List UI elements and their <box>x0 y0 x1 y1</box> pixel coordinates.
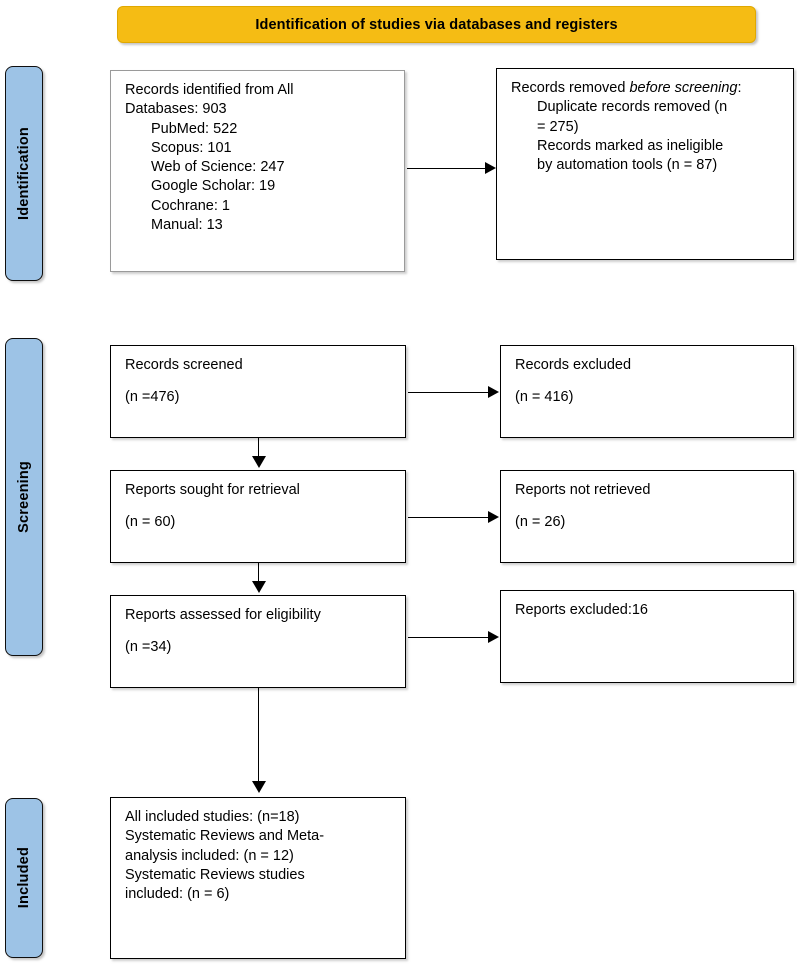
phase-label-included: Included <box>16 847 32 909</box>
box-records-removed-before-screening: Records removed before screening: Duplic… <box>496 68 794 260</box>
records-excluded-label: Records excluded <box>515 357 632 373</box>
phase-bar-identification: Identification <box>5 66 43 281</box>
reports-assessed-count: (n =34) <box>125 639 172 656</box>
phase-bar-screening: Screening <box>5 338 43 656</box>
box-records-screened: Records screened (n =476) <box>110 345 406 438</box>
records-removed-heading-italic: before screening <box>629 80 738 96</box>
sr-studies-line2: included: (n = 6) <box>125 886 230 903</box>
box-reports-excluded: Reports excluded:16 <box>500 590 794 683</box>
phase-label-identification: Identification <box>16 126 32 221</box>
ineligible-automation-line2: by automation tools (n = 87) <box>537 157 718 174</box>
arrow-right-icon <box>488 511 499 523</box>
source-pubmed: PubMed: 522 <box>151 120 238 137</box>
box-included-studies: All included studies: (n=18) Systematic … <box>110 797 406 959</box>
connector-assessed-to-reports-excluded-line <box>408 637 489 638</box>
connector-screened-to-sought-line <box>258 438 259 458</box>
records-identified-line1: Records identified from All <box>125 82 294 98</box>
connector-sought-to-not-retrieved-line <box>408 517 489 518</box>
box-reports-sought-for-retrieval: Reports sought for retrieval (n = 60) <box>110 470 406 563</box>
arrow-right-icon <box>488 631 499 643</box>
ineligible-automation-line1: Records marked as ineligible <box>537 137 724 154</box>
records-removed-heading-plain: Records removed <box>511 80 630 96</box>
all-included-studies: All included studies: (n=18) <box>125 809 300 825</box>
duplicate-records-removed-line1: Duplicate records removed (n <box>537 99 728 116</box>
arrow-down-icon <box>252 456 266 468</box>
box-reports-assessed-for-eligibility: Reports assessed for eligibility (n =34) <box>110 595 406 688</box>
records-screened-label: Records screened <box>125 357 243 373</box>
source-manual: Manual: 13 <box>151 216 223 233</box>
header-banner: Identification of studies via databases … <box>117 6 756 43</box>
reports-not-retrieved-label: Reports not retrieved <box>515 482 651 498</box>
phase-bar-included: Included <box>5 798 43 958</box>
connector-assessed-to-included-line <box>258 688 259 783</box>
arrow-down-icon <box>252 781 266 793</box>
sr-studies-line1: Systematic Reviews studies <box>125 866 305 883</box>
reports-sought-count: (n = 60) <box>125 514 176 531</box>
connector-sought-to-assessed-line <box>258 563 259 583</box>
arrow-right-icon <box>488 386 499 398</box>
box-records-excluded: Records excluded (n = 416) <box>500 345 794 438</box>
connector-screened-to-excluded-line <box>408 392 489 393</box>
records-screened-count: (n =476) <box>125 389 180 406</box>
reports-sought-label: Reports sought for retrieval <box>125 482 300 498</box>
reports-not-retrieved-count: (n = 26) <box>515 514 566 531</box>
sr-meta-analysis-line1: Systematic Reviews and Meta- <box>125 828 325 845</box>
source-web-of-science: Web of Science: 247 <box>151 159 285 176</box>
sr-meta-analysis-line2: analysis included: (n = 12) <box>125 847 294 864</box>
source-google-scholar: Google Scholar: 19 <box>151 178 276 195</box>
duplicate-records-removed-line2: = 275) <box>537 118 579 135</box>
box-reports-not-retrieved: Reports not retrieved (n = 26) <box>500 470 794 563</box>
records-removed-heading: Records removed before screening: <box>511 79 781 98</box>
source-cochrane: Cochrane: 1 <box>151 197 230 214</box>
phase-label-screening: Screening <box>16 461 32 533</box>
arrow-down-icon <box>252 581 266 593</box>
arrow-right-icon <box>485 162 496 174</box>
reports-excluded-label: Reports excluded:16 <box>515 602 648 618</box>
records-removed-heading-tail: : <box>737 80 742 96</box>
box-records-identified: Records identified from All Databases: 9… <box>110 70 405 272</box>
header-title: Identification of studies via databases … <box>255 16 618 33</box>
reports-assessed-label: Reports assessed for eligibility <box>125 607 321 623</box>
records-excluded-count: (n = 416) <box>515 389 574 406</box>
connector-identified-to-removed-line <box>407 168 487 169</box>
records-identified-line2: Databases: 903 <box>125 101 227 118</box>
source-scopus: Scopus: 101 <box>151 139 232 156</box>
